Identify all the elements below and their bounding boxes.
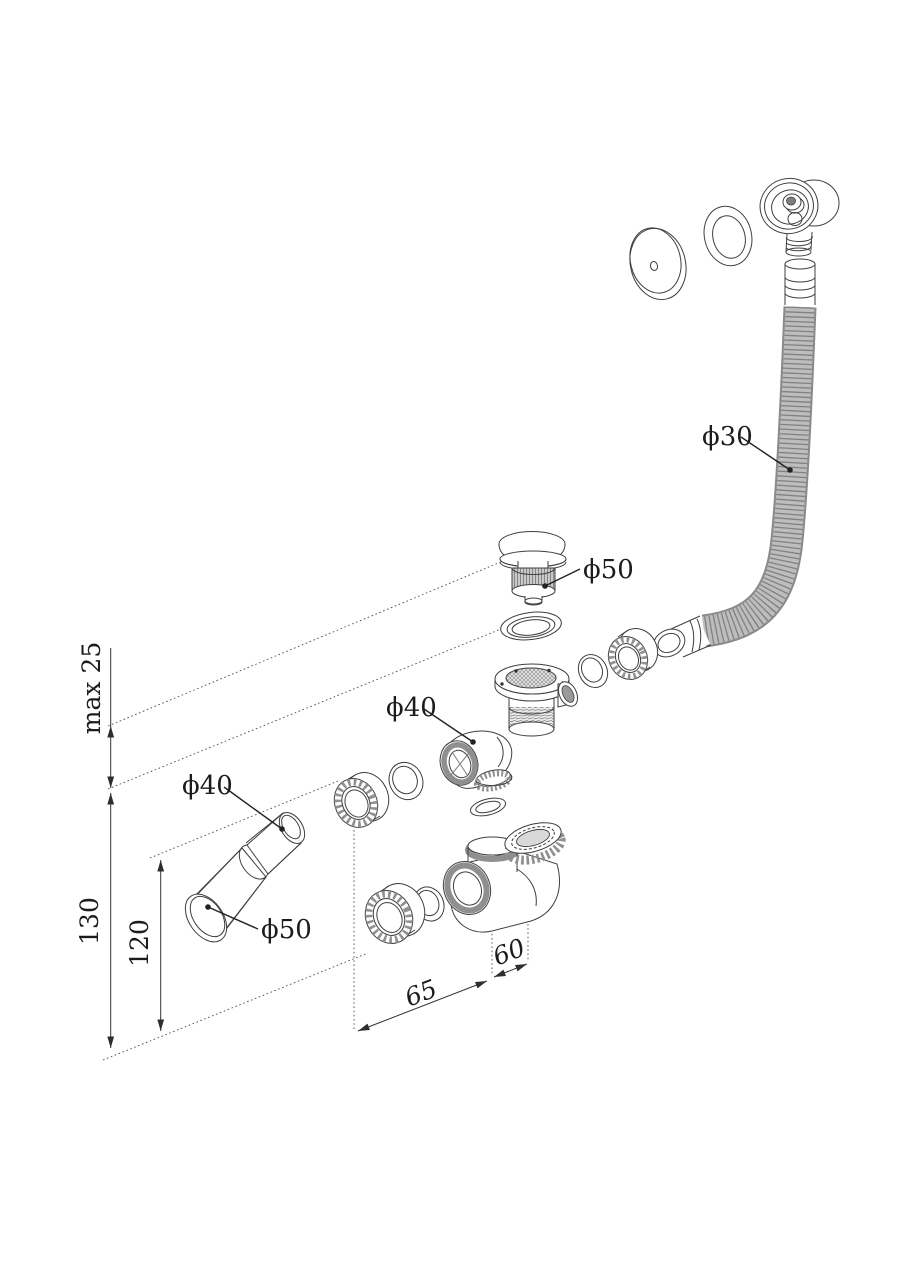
- label-pipe-bottom-diameter-text: ϕ50: [261, 915, 312, 945]
- dim-130: 130: [75, 793, 115, 1048]
- label-hose-diameter: ϕ30: [702, 422, 793, 473]
- label-hose-diameter-text: ϕ30: [702, 422, 753, 452]
- hose-end-cuff: [652, 615, 712, 658]
- drain-plug: [498, 531, 567, 606]
- elbow-40: [439, 730, 513, 792]
- label-pipe-top-diameter-text: ϕ40: [182, 771, 233, 801]
- label-elbow-diameter: ϕ40: [386, 693, 476, 745]
- label-elbow-diameter-text: ϕ40: [386, 693, 437, 723]
- dim-65: 65: [357, 974, 488, 1032]
- drain-oring: [577, 654, 609, 688]
- drain-connection-nut: [607, 628, 659, 680]
- outlet-pipe: [184, 812, 306, 943]
- elbow-oring: [388, 761, 424, 801]
- label-plug-diameter-text: ϕ50: [583, 555, 634, 585]
- dim-120-text: 120: [125, 919, 154, 967]
- dim-max25-text: max 25: [77, 642, 106, 734]
- trap-left-socket: [442, 861, 492, 915]
- elbow-nut: [333, 772, 390, 828]
- hose-corrugated-body: [701, 306, 817, 648]
- overflow-hose: [652, 258, 817, 658]
- dim-max25: max 25: [77, 642, 115, 788]
- dim-120: 120: [125, 860, 165, 1031]
- label-pipe-bottom-diameter: ϕ50: [205, 904, 312, 945]
- overflow-gasket: [703, 205, 753, 267]
- part-labels: ϕ30 ϕ50 ϕ40 ϕ40 ϕ50: [182, 422, 793, 945]
- elbow-socket: [439, 740, 479, 786]
- dimension-lines: max 25 130 120 65 60: [75, 642, 529, 1048]
- trap-body: [442, 822, 566, 933]
- drain-body: [494, 663, 579, 737]
- elbow-bottom-port: [473, 769, 513, 792]
- dim-130-text: 130: [75, 897, 104, 945]
- drain-body-side-outlet: [557, 681, 579, 708]
- outlet-pipe-top-end: [278, 812, 306, 844]
- elbow-seal-ring: [469, 797, 507, 817]
- trap-threaded-collar: [504, 822, 566, 865]
- label-pipe-top-diameter: ϕ40: [182, 771, 285, 832]
- construction-lines: [102, 560, 529, 1061]
- label-plug-diameter: ϕ50: [542, 555, 634, 589]
- overflow-cover-cap: [629, 227, 687, 301]
- hose-top-cuff: [784, 258, 816, 305]
- dim-65-text: 65: [401, 974, 441, 1012]
- outlet-pipe-open-end: [184, 893, 228, 943]
- drain-washer: [500, 611, 562, 641]
- overflow-head: [759, 177, 840, 257]
- dim-60: 60: [489, 933, 529, 978]
- trap-nut: [364, 883, 426, 944]
